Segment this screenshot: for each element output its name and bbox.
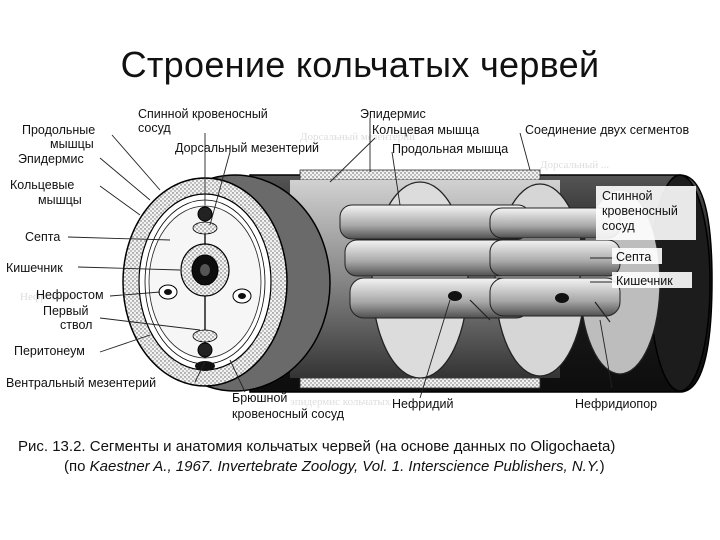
caption-line-2-prefix: (по — [64, 458, 90, 475]
cross-section-ring — [122, 174, 331, 392]
label-dorsalny-mezenteriy: Дорсальный мезентерий — [175, 141, 319, 155]
labels-top: Спинной кровеносный сосуд Дорсальный мез… — [138, 107, 689, 156]
label-koltsevaya-myshtsa: Кольцевая мышца — [372, 123, 479, 137]
label-nefrostom: Нефростом — [36, 288, 104, 302]
label-spinnoy-sosud-right-2: кровеносный — [602, 204, 678, 218]
label-nefridiopor: Нефридиопор — [575, 397, 657, 411]
label-pervy-stvol-2: ствол — [60, 318, 92, 332]
label-bryushnoy-sosud-1: Брюшной — [232, 391, 287, 405]
label-prodolnye-myshtsy-1: Продольные — [22, 123, 95, 137]
labels-left: Продольные мышцы Эпидермис Кольцевые мыш… — [6, 123, 156, 390]
label-epidermis-top: Эпидермис — [360, 107, 426, 121]
leader-lines — [67, 118, 615, 399]
label-nefridiy: Нефридий — [392, 397, 453, 411]
label-bryushnoy-sosud-2: кровеносный сосуд — [232, 407, 345, 421]
caption-line-1: Рис. 13.2. Сегменты и анатомия кольчатых… — [18, 438, 616, 455]
caption-reference: Kaestner A., 1967. Invertebrate Zoology,… — [89, 458, 600, 475]
label-spinnoy-sosud-right-1: Спинной — [602, 189, 653, 203]
label-epidermis-left: Эпидермис — [18, 152, 84, 166]
background-watermark-text: Дорсальный мезентерий Дорсальный ... кро… — [20, 131, 609, 408]
label-spinnoy-sosud-right-3: сосуд — [602, 219, 635, 233]
label-prodolnye-myshtsy-2: мышцы — [50, 137, 94, 151]
svg-text:Нефростом: Нефростом — [20, 291, 73, 303]
svg-text:Дорсальный ...: Дорсальный ... — [540, 159, 609, 171]
slide-title: Строение кольчатых червей — [120, 44, 600, 85]
label-ventralny-mezenteriy: Вентральный мезентерий — [6, 376, 156, 390]
label-pervy-stvol-1: Первый — [43, 304, 89, 318]
label-koltsevye-myshtsy-2: мышцы — [38, 193, 82, 207]
label-septa-left: Септа — [25, 230, 60, 244]
label-soedinenie: Соединение двух сегментов — [525, 123, 689, 137]
label-koltsevye-myshtsy-1: Кольцевые — [10, 178, 74, 192]
labels-right: Спинной кровеносный сосуд Септа Кишечник — [596, 186, 696, 288]
caption-line-2-suffix: ) — [599, 458, 605, 475]
labels-bottom: Брюшной кровеносный сосуд Нефридий Нефри… — [232, 391, 657, 421]
label-peritoneum: Перитонеум — [14, 344, 85, 358]
caption-line-2: (по Kaestner A., 1967. Invertebrate Zool… — [18, 457, 708, 477]
svg-text:эпидермис кольчатых: эпидермис кольчатых — [290, 396, 391, 408]
svg-text:Дорсальный мезентерий: Дорсальный мезентерий — [300, 131, 415, 143]
label-spinnoy-sosud-top-2: сосуд — [138, 121, 171, 135]
label-prodolnaya-myshtsa: Продольная мышца — [392, 142, 508, 156]
figure-caption: Рис. 13.2. Сегменты и анатомия кольчатых… — [18, 437, 708, 477]
label-spinnoy-sosud-top-1: Спинной кровеносный — [138, 107, 268, 121]
label-kishechnik-right: Кишечник — [616, 274, 673, 288]
label-kishechnik-left: Кишечник — [6, 261, 63, 275]
label-septa-right: Септа — [616, 250, 651, 264]
